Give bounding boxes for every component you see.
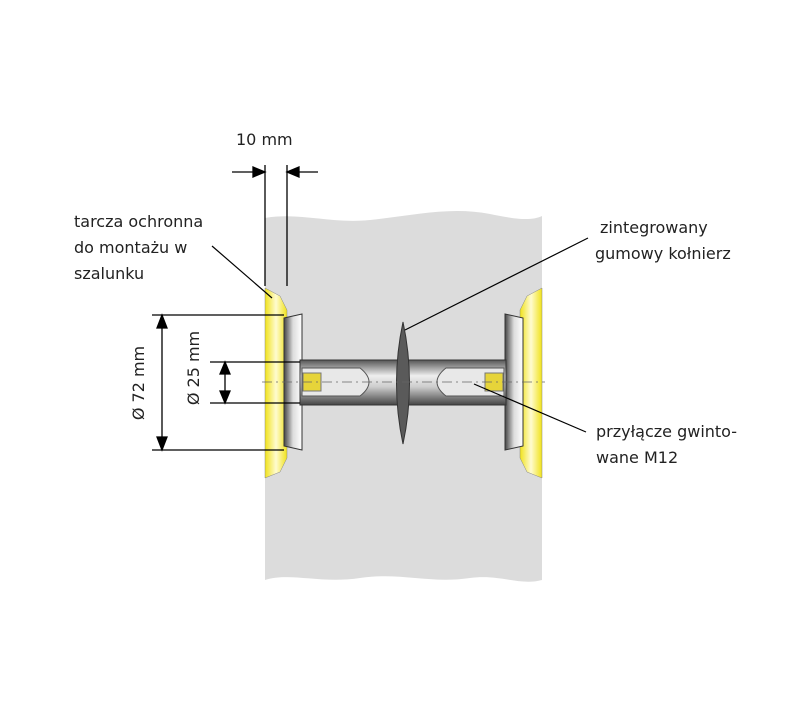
outer-diameter-label: Ø 72 mm xyxy=(129,345,148,421)
inner-diameter-dimension xyxy=(210,360,300,405)
thread-leader xyxy=(473,383,587,433)
thread-label-line2: wane M12 xyxy=(596,448,679,467)
shield-label-line1: tarcza ochronna xyxy=(74,212,204,231)
width-dimension xyxy=(232,165,318,286)
shield-leader xyxy=(211,245,273,299)
rubber-gasket xyxy=(396,321,410,445)
right-shield-disc xyxy=(519,287,543,479)
thread-label-line1: przyłącze gwinto- xyxy=(596,422,738,441)
inner-diameter-label: Ø 25 mm xyxy=(184,330,203,406)
width-dimension-label: 10 mm xyxy=(236,130,293,149)
gasket-leader xyxy=(404,237,589,331)
shield-label-line3: szalunku xyxy=(74,264,145,283)
shield-label-line2: do montażu w xyxy=(74,238,188,257)
gasket-label-line1: zintegrowany xyxy=(600,218,708,237)
outer-diameter-dimension xyxy=(152,313,284,452)
left-shield-disc xyxy=(264,287,288,479)
gasket-label-line2: gumowy kołnierz xyxy=(595,244,731,263)
